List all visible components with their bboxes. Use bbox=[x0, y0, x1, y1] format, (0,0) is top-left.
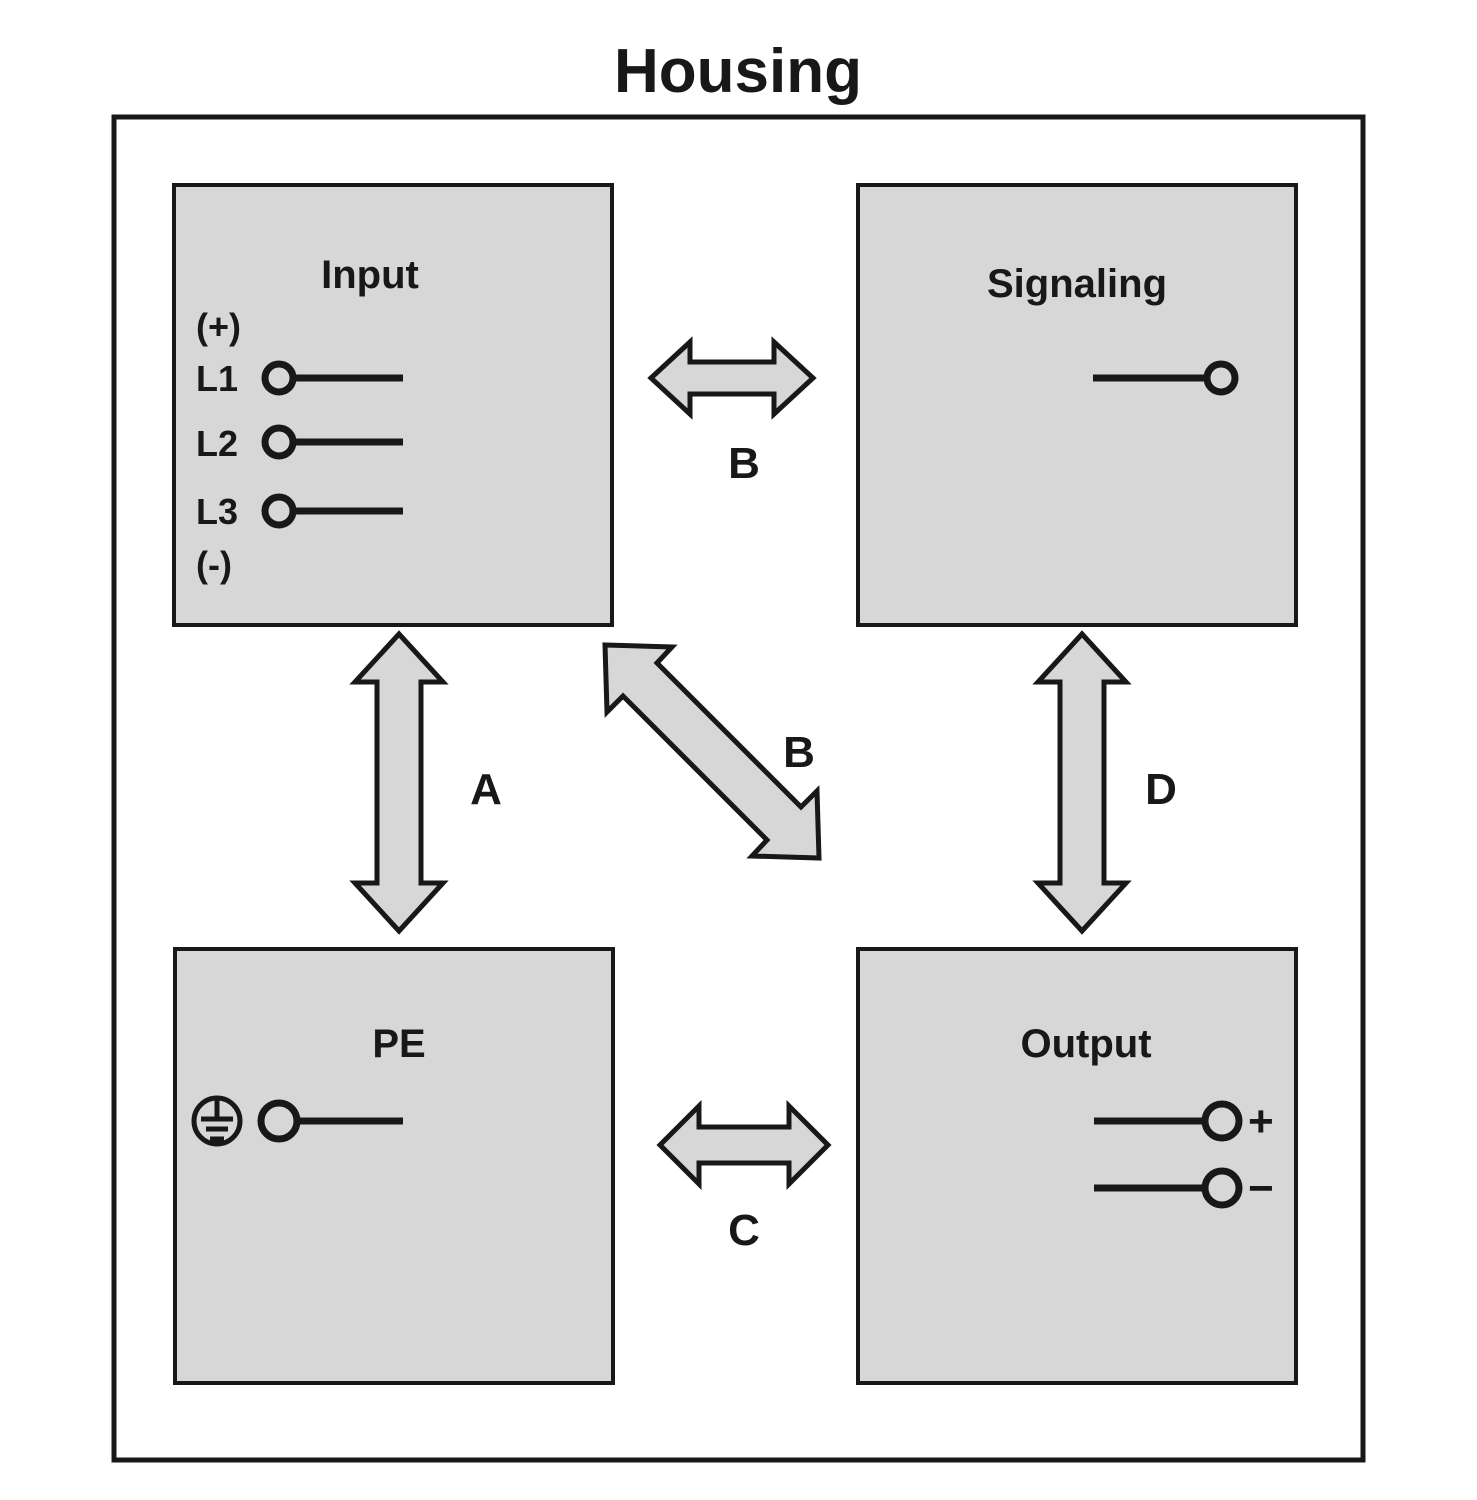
page-title: Housing bbox=[614, 37, 862, 106]
double-arrow-icon bbox=[1032, 630, 1132, 935]
input-title: Input bbox=[321, 253, 419, 297]
housing-frame bbox=[111, 114, 1366, 1463]
double-arrow-icon bbox=[349, 630, 449, 935]
input-terminal-label-l1: L1 bbox=[196, 358, 238, 399]
double-arrow-icon bbox=[602, 642, 822, 861]
arrow-label-c: C bbox=[728, 1206, 760, 1255]
arrow-label-b-diagonal: B bbox=[783, 728, 815, 777]
arrow-label-d: D bbox=[1145, 765, 1177, 814]
arrow-a-vertical-left: A bbox=[349, 630, 502, 935]
arrow-b-horizontal-top: B bbox=[647, 336, 817, 488]
pe-box bbox=[173, 947, 615, 1385]
input-terminal-label-l2: L2 bbox=[196, 423, 238, 464]
signaling-box bbox=[856, 183, 1298, 627]
arrow-c-horizontal-bottom: C bbox=[656, 1099, 832, 1255]
arrow-label-a: A bbox=[470, 765, 502, 814]
block-pe[interactable]: PE bbox=[173, 947, 615, 1385]
terminal-circle-icon[interactable] bbox=[1203, 360, 1239, 396]
double-arrow-icon bbox=[647, 336, 817, 420]
block-output[interactable]: Output + − bbox=[856, 947, 1298, 1385]
arrow-b-diagonal: B bbox=[602, 642, 822, 861]
double-arrow-icon bbox=[656, 1099, 832, 1191]
block-input[interactable]: Input (+) L1 L2 L3 (-) bbox=[172, 183, 614, 627]
output-terminal-label-positive: + bbox=[1248, 1097, 1274, 1146]
arrow-d-vertical-right: D bbox=[1032, 630, 1177, 935]
input-polarity-positive: (+) bbox=[196, 306, 241, 347]
input-polarity-negative: (-) bbox=[196, 544, 232, 585]
block-signaling[interactable]: Signaling bbox=[856, 183, 1298, 627]
output-title: Output bbox=[1020, 1022, 1151, 1066]
input-terminal-label-l3: L3 bbox=[196, 491, 238, 532]
input-box bbox=[172, 183, 614, 627]
terminal-circle-icon[interactable] bbox=[1201, 1167, 1243, 1209]
protective-earth-icon bbox=[191, 1095, 243, 1147]
pe-title: PE bbox=[372, 1022, 425, 1066]
signaling-title: Signaling bbox=[987, 262, 1167, 306]
arrow-label-b-top: B bbox=[728, 439, 760, 488]
output-box bbox=[856, 947, 1298, 1385]
terminal-circle-icon[interactable] bbox=[1201, 1100, 1243, 1142]
output-terminal-label-negative: − bbox=[1248, 1164, 1274, 1213]
